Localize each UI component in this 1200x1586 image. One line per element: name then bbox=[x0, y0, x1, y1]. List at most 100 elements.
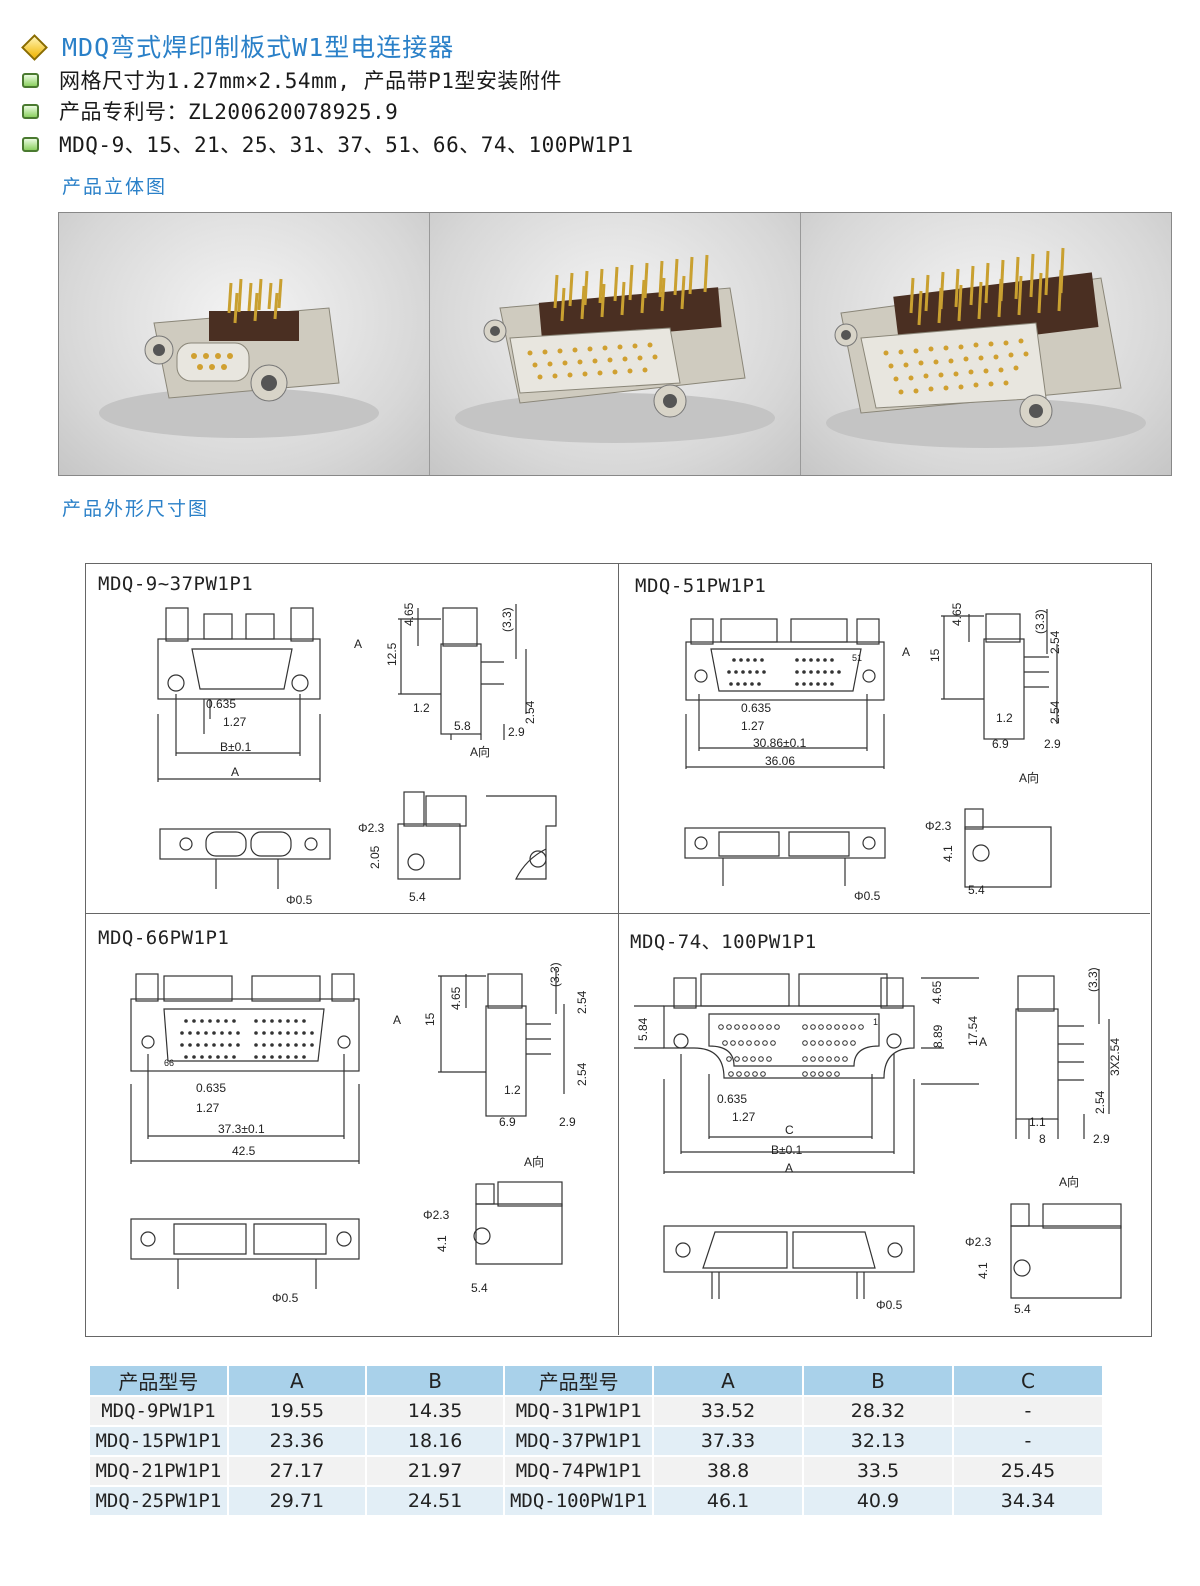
square-bullet-icon bbox=[22, 136, 39, 152]
svg-text:6.9: 6.9 bbox=[992, 737, 1009, 751]
svg-text:4.65: 4.65 bbox=[402, 602, 416, 626]
svg-text:(3.3): (3.3) bbox=[548, 962, 562, 987]
bullet-item: 产品专利号：ZL200620078925.9 bbox=[22, 97, 398, 125]
svg-text:Φ2.3: Φ2.3 bbox=[965, 1235, 992, 1249]
svg-text:1.2: 1.2 bbox=[996, 711, 1013, 725]
column-header: A bbox=[653, 1366, 804, 1396]
svg-text:1.27: 1.27 bbox=[741, 719, 765, 733]
svg-text:1.27: 1.27 bbox=[732, 1110, 756, 1124]
table-cell: 21.97 bbox=[366, 1455, 506, 1486]
table-cell: MDQ-31PW1P1 bbox=[504, 1395, 655, 1426]
table-cell: 33.52 bbox=[653, 1395, 804, 1426]
title-row: MDQ弯式焊印制板式W1型电连接器 bbox=[22, 30, 454, 62]
svg-text:2.54: 2.54 bbox=[575, 1062, 589, 1086]
svg-text:2.9: 2.9 bbox=[559, 1115, 576, 1129]
svg-text:Φ0.5: Φ0.5 bbox=[286, 893, 313, 907]
svg-text:C: C bbox=[785, 1123, 794, 1137]
table-cell: 19.55 bbox=[227, 1395, 368, 1426]
svg-text:1.27: 1.27 bbox=[223, 715, 247, 729]
square-bullet-icon bbox=[22, 72, 39, 88]
table-cell: 25.45 bbox=[952, 1455, 1105, 1486]
svg-text:Φ2.3: Φ2.3 bbox=[925, 819, 952, 833]
bullet-text: MDQ-9、15、21、25、31、37、51、66、74、100PW1P1 bbox=[59, 133, 634, 157]
svg-text:2.54: 2.54 bbox=[1048, 630, 1062, 654]
table-header-row: 产品型号 A B 产品型号 A B C bbox=[90, 1366, 1105, 1396]
product-photo-9pin bbox=[59, 213, 430, 475]
svg-text:2.9: 2.9 bbox=[1044, 737, 1061, 751]
table-cell: 27.17 bbox=[227, 1455, 368, 1486]
svg-text:2.9: 2.9 bbox=[508, 725, 525, 739]
table-cell: 40.9 bbox=[803, 1485, 954, 1515]
table-cell: 14.35 bbox=[366, 1395, 506, 1426]
table-cell: MDQ-25PW1P1 bbox=[90, 1485, 229, 1515]
svg-text:2.05: 2.05 bbox=[368, 845, 382, 869]
svg-text:(3.3): (3.3) bbox=[500, 607, 514, 632]
svg-text:A: A bbox=[393, 1013, 401, 1027]
section-title-drawings: 产品外形尺寸图 bbox=[62, 498, 210, 520]
table-row: MDQ-21PW1P1 27.17 21.97 MDQ-74PW1P1 38.8… bbox=[90, 1455, 1105, 1486]
svg-text:5.4: 5.4 bbox=[968, 883, 985, 897]
svg-text:30.86±0.1: 30.86±0.1 bbox=[753, 736, 807, 750]
product-photo-66pin bbox=[801, 213, 1171, 475]
svg-text:Φ0.5: Φ0.5 bbox=[272, 1291, 299, 1305]
diamond-bullet-icon bbox=[22, 35, 44, 57]
svg-text:15: 15 bbox=[423, 1012, 437, 1026]
table-cell: MDQ-37PW1P1 bbox=[504, 1425, 655, 1456]
svg-text:1.27: 1.27 bbox=[196, 1101, 220, 1115]
drawing-label-9-37: MDQ-9~37PW1P1 bbox=[98, 573, 254, 595]
svg-text:2.9: 2.9 bbox=[1093, 1132, 1110, 1146]
product-photo-51pin bbox=[430, 213, 801, 475]
table-row: MDQ-15PW1P1 23.36 18.16 MDQ-37PW1P1 37.3… bbox=[90, 1425, 1105, 1456]
svg-text:A: A bbox=[902, 645, 910, 659]
divider bbox=[618, 563, 619, 1335]
svg-text:4.65: 4.65 bbox=[930, 980, 944, 1004]
svg-text:8: 8 bbox=[1039, 1132, 1046, 1146]
svg-text:5.4: 5.4 bbox=[409, 890, 426, 904]
column-header: 产品型号 bbox=[90, 1366, 229, 1396]
svg-text:8.89: 8.89 bbox=[931, 1024, 945, 1048]
table-cell: MDQ-15PW1P1 bbox=[90, 1425, 229, 1456]
svg-text:37.3±0.1: 37.3±0.1 bbox=[218, 1122, 265, 1136]
svg-text:5.84: 5.84 bbox=[636, 1017, 650, 1041]
svg-text:15: 15 bbox=[928, 648, 942, 662]
table-row: MDQ-9PW1P1 19.55 14.35 MDQ-31PW1P1 33.52… bbox=[90, 1395, 1105, 1426]
svg-text:6.9: 6.9 bbox=[499, 1115, 516, 1129]
svg-text:5.8: 5.8 bbox=[454, 719, 471, 733]
square-bullet-icon bbox=[22, 103, 39, 119]
svg-text:A: A bbox=[785, 1161, 793, 1175]
svg-text:A向: A向 bbox=[1059, 1174, 1079, 1189]
svg-text:17.54: 17.54 bbox=[966, 1016, 980, 1046]
column-header: A bbox=[227, 1366, 368, 1396]
spec-table: 产品型号 A B 产品型号 A B C MDQ-9PW1P1 19.55 14.… bbox=[90, 1366, 1105, 1515]
bullet-item: 网格尺寸为1.27mm×2.54mm, 产品带P1型安装附件 bbox=[22, 66, 562, 94]
svg-text:4.1: 4.1 bbox=[435, 1235, 449, 1252]
svg-text:1.2: 1.2 bbox=[413, 701, 430, 715]
column-header: C bbox=[952, 1366, 1105, 1396]
svg-text:0.635: 0.635 bbox=[717, 1092, 747, 1106]
svg-text:A: A bbox=[354, 637, 362, 651]
svg-text:2.54: 2.54 bbox=[523, 700, 537, 724]
svg-text:2.54: 2.54 bbox=[575, 990, 589, 1014]
svg-text:42.5: 42.5 bbox=[232, 1144, 256, 1158]
column-header: 产品型号 bbox=[504, 1366, 655, 1396]
bullet-item: MDQ-9、15、21、25、31、37、51、66、74、100PW1P1 bbox=[22, 130, 634, 158]
svg-text:36.06: 36.06 bbox=[765, 754, 795, 768]
table-cell: - bbox=[952, 1425, 1105, 1456]
svg-text:1: 1 bbox=[873, 1017, 878, 1027]
table-cell: 34.34 bbox=[952, 1485, 1105, 1515]
svg-text:Φ2.3: Φ2.3 bbox=[358, 821, 385, 835]
svg-text:A: A bbox=[979, 1035, 987, 1049]
svg-text:51: 51 bbox=[852, 653, 862, 663]
divider bbox=[85, 913, 1150, 914]
column-header: B bbox=[366, 1366, 506, 1396]
table-cell: MDQ-74PW1P1 bbox=[504, 1455, 655, 1486]
svg-text:B±0.1: B±0.1 bbox=[771, 1143, 803, 1157]
svg-text:0.635: 0.635 bbox=[741, 701, 771, 715]
svg-text:5.4: 5.4 bbox=[471, 1281, 488, 1295]
svg-text:66: 66 bbox=[164, 1058, 174, 1068]
column-header: B bbox=[803, 1366, 954, 1396]
svg-text:5.4: 5.4 bbox=[1014, 1302, 1031, 1316]
